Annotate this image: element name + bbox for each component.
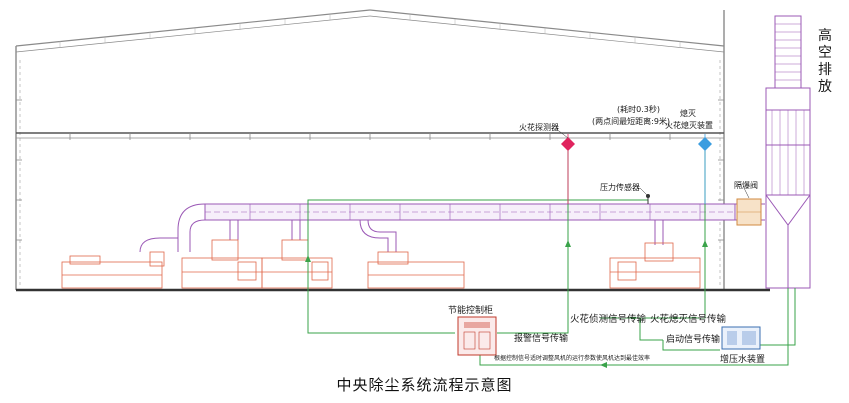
pressure-sensor-icon <box>646 194 650 204</box>
main-duct <box>139 203 765 253</box>
distance-label: (两点间最短距离:9米) <box>592 116 670 126</box>
control-cabinet <box>457 316 497 356</box>
stack-title-char: 高 <box>818 27 832 44</box>
stack-title-char: 空 <box>818 45 832 61</box>
exhaust-stack <box>765 15 811 289</box>
alarm-signal-label: 报警信号传输 <box>514 332 568 344</box>
signal-arrows <box>305 240 708 368</box>
booster-pump <box>721 326 761 350</box>
control-cabinet-label: 节能控制柜 <box>448 304 493 316</box>
start-signal-label: 启动信号传输 <box>666 333 720 345</box>
spark-extinguish-signal-label: 火花熄灭信号传输 <box>650 313 727 325</box>
spark-detect-signal-label: 火花侦测信号传输 <box>570 313 647 325</box>
diagram-caption: 中央除尘系统流程示意图 <box>336 376 513 394</box>
bottom-note: 根据控制信号适时调整风机的运行参数使风机达到最佳效率 <box>494 354 650 362</box>
spark-detector-icon <box>561 134 575 204</box>
extinguisher-top-label: 熄灭 <box>680 108 696 118</box>
isolation-valve <box>736 198 762 226</box>
workshop-building <box>15 9 770 292</box>
production-machines <box>61 239 701 289</box>
spark-detector-label: 火花探测器 <box>519 122 559 132</box>
pressure-sensor-label: 压力传感器 <box>600 182 640 192</box>
booster-pump-label: 增压水装置 <box>720 353 765 365</box>
extinguisher-icon <box>698 134 712 204</box>
stack-title: 高 空 排 放 <box>818 27 832 95</box>
isolation-valve-label: 隔爆阀 <box>734 180 758 190</box>
timing-label: (耗时0.3秒) <box>617 104 660 114</box>
extinguisher-label: 火花熄灭装置 <box>665 120 713 130</box>
leader-lines <box>554 127 750 199</box>
stack-title-char: 放 <box>818 79 832 95</box>
stack-title-char: 排 <box>818 62 832 78</box>
